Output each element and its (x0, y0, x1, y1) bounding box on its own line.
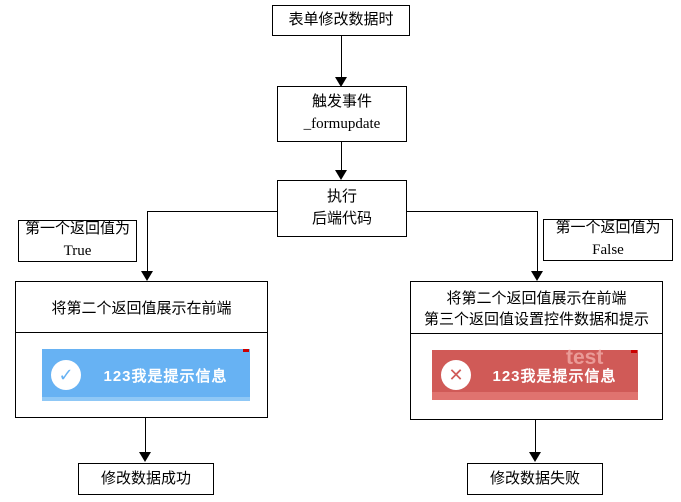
connector-branch-left-vertical (147, 211, 148, 271)
connector-trigger-exec (341, 141, 342, 171)
check-icon: ✓ (51, 360, 81, 390)
right-action-line1: 将第二个返回值展示在前端 (446, 290, 627, 307)
toast-error-corner-mark (631, 350, 637, 353)
condition-true-line2: True (63, 243, 92, 259)
toast-success-bottom-band (42, 397, 250, 401)
toast-success-corner-mark (243, 349, 249, 352)
group-left-action: 将第二个返回值展示在前端 ✓ 123我是提示信息 (15, 281, 268, 418)
node-exec-line2: 后端代码 (311, 210, 372, 227)
connector-branch-left-horizontal (147, 211, 277, 212)
condition-false-line1: 第一个返回值为 (555, 220, 661, 237)
node-execute-backend: 执行 后端代码 (277, 180, 407, 237)
connector-branch-right-vertical (537, 211, 538, 271)
node-form-update-event: 表单修改数据时 (272, 5, 410, 36)
node-exec-line1: 执行 (326, 188, 357, 205)
toast-error: ✕ 123我是提示信息 test (432, 346, 638, 400)
node-condition-true: 第一个返回值为 True (18, 220, 137, 262)
toast-success-message: 123我是提示信息 (103, 367, 228, 385)
arrow-down-icon (529, 452, 541, 462)
connector-branch-right-horizontal (406, 211, 537, 212)
connector-start-trigger (341, 35, 342, 78)
right-action-line2: 第三个返回值设置控件数据和提示 (423, 311, 649, 328)
connector-right-fail (535, 419, 536, 453)
watermark-text: test (566, 346, 604, 369)
arrow-down-icon (141, 271, 153, 281)
arrow-down-icon (335, 170, 347, 180)
right-action-label: 将第二个返回值展示在前端 第三个返回值设置控件数据和提示 (411, 282, 662, 334)
node-condition-false: 第一个返回值为 False (543, 219, 673, 261)
node-modify-fail: 修改数据失败 (467, 463, 603, 495)
node-trigger-line2: _formupdate (303, 116, 381, 132)
node-modify-success: 修改数据成功 (78, 463, 214, 495)
condition-true-line1: 第一个返回值为 (24, 221, 130, 238)
toast-error-message: 123我是提示信息 (492, 367, 617, 385)
arrow-down-icon (139, 452, 151, 462)
node-trigger-event: 触发事件 _formupdate (277, 86, 407, 142)
condition-false-line2: False (592, 242, 624, 258)
node-trigger-line1: 触发事件 (311, 94, 372, 111)
arrow-down-icon (531, 271, 543, 281)
toast-error-bottom-band (432, 392, 638, 400)
x-icon: ✕ (441, 360, 471, 390)
left-action-label: 将第二个返回值展示在前端 (16, 282, 267, 333)
group-right-action: 将第二个返回值展示在前端 第三个返回值设置控件数据和提示 ✕ 123我是提示信息… (410, 281, 663, 420)
arrow-down-icon (335, 77, 347, 87)
toast-success: ✓ 123我是提示信息 (42, 349, 250, 401)
connector-left-success (145, 417, 146, 453)
